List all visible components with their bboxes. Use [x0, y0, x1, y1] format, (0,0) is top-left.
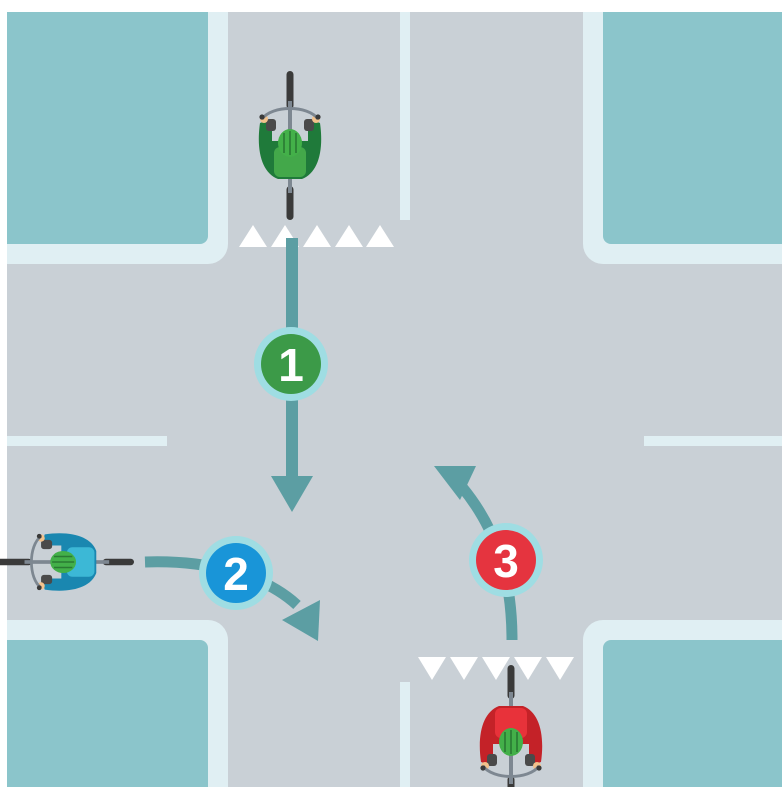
step-badge-1-label: 1: [278, 339, 304, 391]
lane-line-south: [400, 682, 410, 787]
step-badge-2-label: 2: [223, 548, 249, 600]
block-top-left: [0, 0, 228, 264]
step-badge-1: 1: [254, 327, 328, 401]
step-badge-2: 2: [199, 536, 273, 610]
step-badge-3: 3: [469, 523, 543, 597]
lane-line-west: [7, 436, 167, 446]
lane-line-north: [400, 12, 410, 220]
block-bottom-left: [0, 620, 228, 787]
step-badge-3-label: 3: [493, 535, 519, 587]
block-bottom-right: [583, 620, 782, 787]
block-top-right: [583, 0, 782, 264]
lane-line-east: [644, 436, 782, 446]
